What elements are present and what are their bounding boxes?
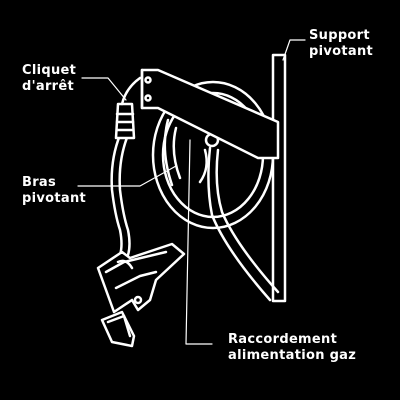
supply-hose <box>207 146 280 302</box>
support-plate <box>271 53 287 303</box>
label-raccord-line2: alimentation gaz <box>228 348 357 363</box>
label-support-pivotant: Support pivotant <box>309 28 373 60</box>
label-bras-line1: Bras <box>22 175 57 190</box>
leader-lines <box>77 39 306 345</box>
label-cliquet-line2: d'arrêt <box>22 79 75 94</box>
pivot-arm <box>140 68 280 160</box>
stop-ratchet <box>114 76 142 140</box>
label-cliquet-line1: Cliquet <box>22 63 77 78</box>
label-raccordement-gaz: Raccordement alimentation gaz <box>228 332 356 364</box>
label-cliquet-arret: Cliquet d'arrêt <box>22 63 76 95</box>
label-bras-line2: pivotant <box>22 191 87 206</box>
label-raccord-line1: Raccordement <box>228 332 338 347</box>
label-support-line1: Support <box>309 28 370 43</box>
fuel-nozzle <box>96 242 186 348</box>
pistol-hose <box>110 133 131 257</box>
label-bras-pivotant: Bras pivotant <box>22 175 86 207</box>
label-support-line2: pivotant <box>309 44 374 59</box>
